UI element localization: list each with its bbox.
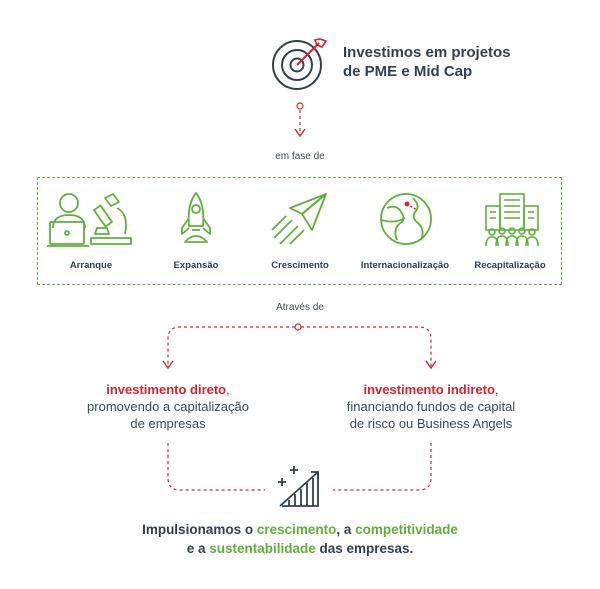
conclusion-word-sustentabilidade: sustentabilidade: [209, 541, 316, 556]
conclusion-part2: , a: [336, 522, 356, 537]
conclusion-word-crescimento: crescimento: [256, 522, 337, 537]
phase-label-crescimento: Crescimento: [271, 260, 329, 271]
direct-investment-line3: de empresas: [130, 416, 206, 431]
building-people-icon: [485, 193, 539, 247]
conclusion-part3: e a: [186, 541, 210, 556]
direct-investment-highlight: investimento direto: [106, 382, 227, 397]
phase-label-expansao: Expansão: [173, 260, 219, 271]
header-title-line2: de PME e Mid Cap: [343, 63, 473, 80]
indirect-investment-highlight: investimento indireto: [363, 382, 495, 397]
conclusion-part4: das empresas.: [315, 541, 414, 556]
rocket-icon: [181, 192, 211, 243]
phase-intro-label: em fase de: [275, 151, 325, 162]
phase-label-arranque: Arranque: [69, 260, 113, 271]
conclusion-part1: Impulsionamos o: [142, 522, 257, 537]
header-title: Investimos em projetos de PME e Mid Cap: [343, 43, 563, 81]
phase-label-recapitalizacao: Recapitalização: [474, 260, 546, 271]
indirect-investment-line3: de risco ou Business Angels: [349, 416, 513, 431]
direct-investment-line2: promovendo a capitalização: [87, 399, 249, 414]
header-title-line1: Investimos em projetos: [343, 44, 511, 61]
indirect-investment-suffix: ,: [494, 382, 499, 397]
laptop-microscope-icon: [47, 193, 132, 247]
growth-chart-icon: [278, 466, 319, 507]
indirect-investment-line2: financiando fundos de capital: [346, 399, 516, 414]
conclusion-text: Impulsionamos o crescimento, a competiti…: [60, 520, 540, 558]
indirect-investment-text: investimento indireto, financiando fundo…: [320, 381, 542, 432]
paper-plane-icon: [271, 193, 327, 245]
through-label: Através de: [276, 302, 324, 313]
direct-investment-suffix: ,: [226, 382, 230, 397]
conclusion-word-competitividade: competitividade: [355, 522, 458, 537]
globe-icon: [380, 193, 432, 245]
phase-label-internacionalizacao: Internacionalização: [360, 260, 450, 271]
direct-investment-text: investimento direto, promovendo a capita…: [58, 381, 278, 432]
target-icon: [272, 38, 328, 90]
phases-box: [37, 177, 562, 285]
